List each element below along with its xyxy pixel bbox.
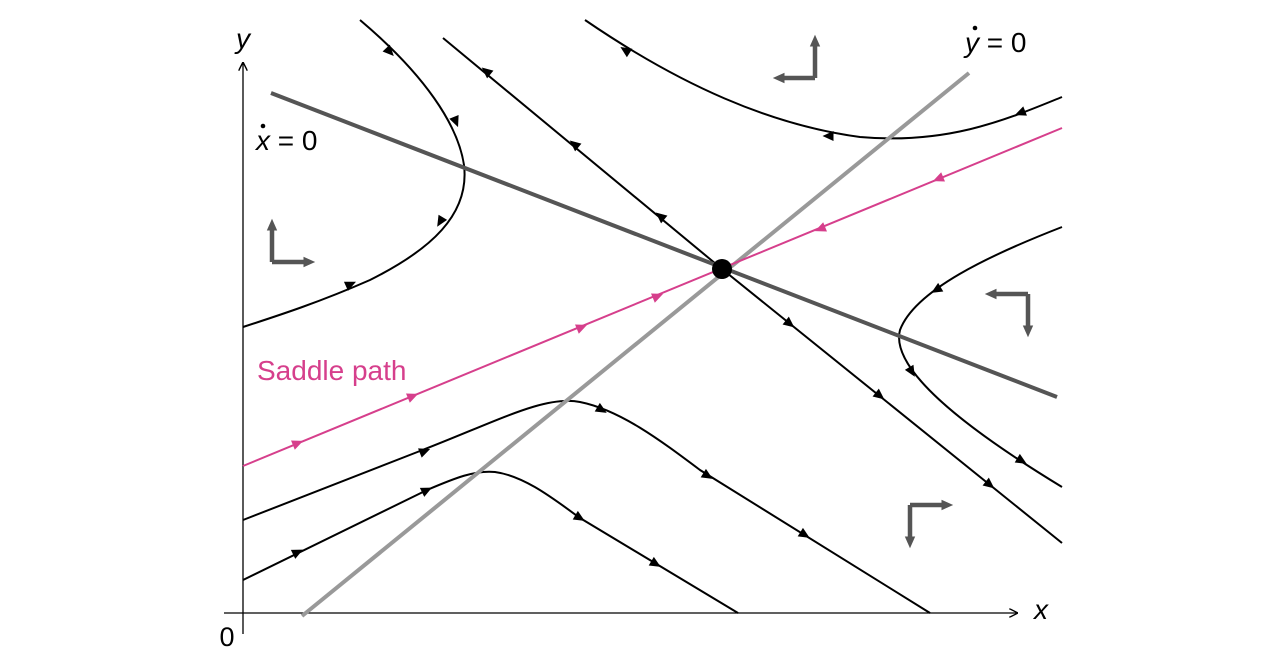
trajectory-arrowhead <box>700 468 713 479</box>
trajectory-arrowhead <box>569 140 582 152</box>
saddle-path-arrowhead <box>651 293 664 303</box>
trajectory-arrowhead <box>797 527 810 538</box>
trajectory-arrowhead <box>572 510 585 521</box>
trajectory-arrowhead <box>982 477 995 489</box>
saddle-path-arrowhead <box>814 222 827 232</box>
trajectory-arrowhead <box>1014 106 1027 116</box>
trajectory-arrowhead <box>1014 453 1027 464</box>
trajectory-top-left-bend <box>242 19 466 328</box>
direction-arrow-left <box>266 218 316 268</box>
saddle-path-label: Saddle path <box>257 355 406 386</box>
x-dot-accent <box>260 123 266 129</box>
trajectory-arrowhead <box>655 212 668 224</box>
saddle-path-arrowhead <box>406 393 419 403</box>
trajectory-top-stable-arm <box>442 37 1063 544</box>
x-nullcline <box>270 91 1058 399</box>
trajectory-arrowhead <box>419 487 432 497</box>
trajectory-right-bend <box>898 226 1063 488</box>
trajectories <box>242 19 1063 614</box>
saddle-path-arrowhead <box>575 324 588 334</box>
trajectory-lower-bend <box>242 399 931 614</box>
trajectory-arrowhead <box>931 282 944 293</box>
y-nullcline-var: y <box>963 27 981 58</box>
trajectory-arrowhead <box>449 115 459 128</box>
trajectory-arrowhead <box>343 281 357 291</box>
trajectory-top-right-bend <box>584 19 1063 140</box>
x-nullcline-var: x <box>254 125 271 156</box>
origin-label: 0 <box>219 622 234 652</box>
trajectory-arrowhead <box>872 388 885 400</box>
trajectory-arrowhead <box>822 131 834 141</box>
trajectory-arrowhead <box>437 214 448 227</box>
svg-text:y = 0: y = 0 <box>963 27 1026 58</box>
x-nullcline-label: x = 0 <box>254 123 317 156</box>
direction-arrow-bottom-right <box>904 499 954 549</box>
trajectory-arrowhead <box>290 549 303 559</box>
direction-arrow-top-right <box>772 34 821 84</box>
trajectory-bottom-bend <box>242 470 739 614</box>
trajectory-arrowhead <box>481 67 494 79</box>
trajectory-arrowhead <box>620 47 633 58</box>
trajectory-arrowhead <box>782 316 795 328</box>
svg-text:x = 0: x = 0 <box>254 125 317 156</box>
y-nullcline-eq: = 0 <box>979 27 1026 58</box>
trajectory-arrowhead <box>382 44 394 56</box>
trajectory-arrowheads <box>290 44 1027 567</box>
y-nullcline <box>300 71 971 618</box>
equilibrium-point <box>712 259 732 279</box>
labels: y x 0 x = 0 y = 0 Saddle path <box>219 23 1049 652</box>
nullclines <box>270 71 1058 618</box>
y-dot-accent <box>972 25 978 31</box>
saddle-path-arrowheads <box>291 172 945 450</box>
direction-arrow-right <box>984 288 1034 338</box>
axes <box>224 62 1018 634</box>
x-axis-label: x <box>1032 594 1049 625</box>
trajectory-arrowhead <box>904 364 915 377</box>
direction-arrows <box>266 34 1034 549</box>
trajectory-arrowhead <box>648 556 661 567</box>
trajectory-arrowhead <box>594 402 607 413</box>
y-axis-label: y <box>234 23 252 54</box>
trajectory-arrowhead <box>418 448 431 458</box>
saddle-path-arrowhead <box>291 440 304 450</box>
y-nullcline-label: y = 0 <box>963 25 1026 58</box>
saddle-path-arrowhead <box>932 172 945 182</box>
x-nullcline-eq: = 0 <box>270 125 317 156</box>
